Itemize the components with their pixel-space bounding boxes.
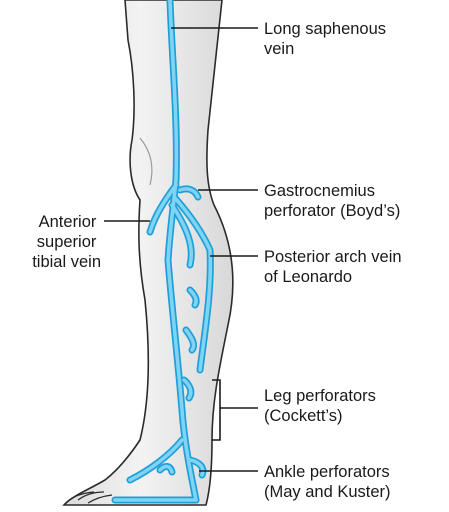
label-leg-perforators: Leg perforators (Cockett’s) <box>264 387 381 425</box>
label-long-saphenous: Long saphenous vein <box>264 20 391 58</box>
label-anterior-superior-tibial-line2: superior <box>37 233 97 251</box>
label-anterior-superior-tibial-line3: tibial vein <box>32 253 101 271</box>
label-long-saphenous-line2: vein <box>264 40 294 58</box>
label-posterior-arch-line2: of Leonardo <box>264 268 352 286</box>
label-long-saphenous-line1: Long saphenous <box>264 20 386 38</box>
label-gastrocnemius: Gastrocnemius perforator (Boyd’s) <box>264 182 400 220</box>
label-ankle-perforators-line1: Ankle perforators <box>264 463 390 481</box>
label-posterior-arch: Posterior arch vein of Leonardo <box>264 248 406 286</box>
label-anterior-superior-tibial-line1: Anterior <box>39 213 97 231</box>
label-leg-perforators-line1: Leg perforators <box>264 387 376 405</box>
label-ankle-perforators: Ankle perforators (May and Kuster) <box>264 463 394 501</box>
bracket-leg-perforators <box>212 380 258 440</box>
label-gastrocnemius-line2: perforator (Boyd’s) <box>264 202 400 220</box>
label-leg-perforators-line2: (Cockett’s) <box>264 407 343 425</box>
label-anterior-superior-tibial: Anterior superior tibial vein <box>32 213 101 271</box>
label-ankle-perforators-line2: (May and Kuster) <box>264 483 391 501</box>
label-gastrocnemius-line1: Gastrocnemius <box>264 182 375 200</box>
label-posterior-arch-line1: Posterior arch vein <box>264 248 402 266</box>
